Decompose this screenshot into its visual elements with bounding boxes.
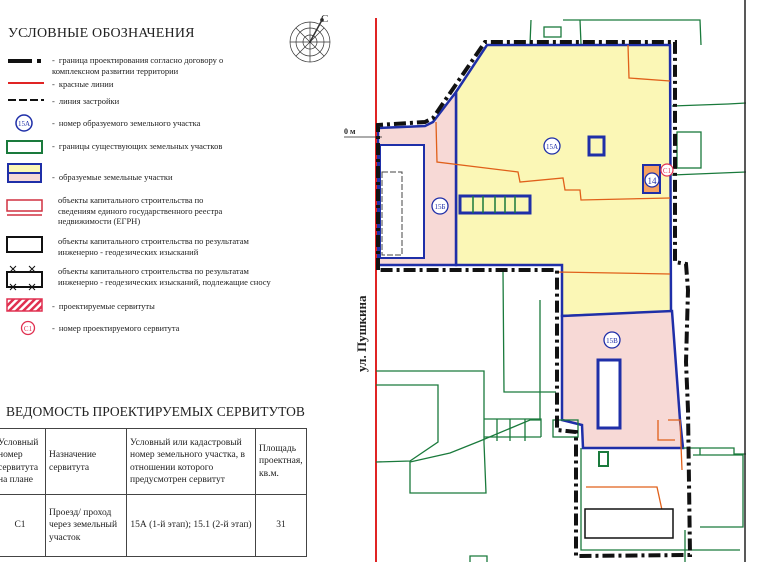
svg-text:15В: 15В: [606, 337, 618, 345]
svg-text:14: 14: [648, 176, 658, 186]
demolition-object-icon: [6, 265, 43, 291]
demolition-building: [596, 358, 622, 430]
table-row: С1 Проезд/ проход через земельный участо…: [0, 494, 307, 557]
street-label: ул. Пушкина: [354, 295, 369, 372]
servitude-label-c1: С1: [660, 163, 674, 177]
green-rect-icon: [6, 140, 43, 154]
svg-text:15Б: 15Б: [434, 203, 445, 211]
demolition-building: [598, 451, 609, 467]
svg-text:С1: С1: [24, 325, 33, 333]
table-title: ВЕДОМОСТЬ ПРОЕКТИРУЕМЫХ СЕРВИТУТОВ: [6, 404, 305, 419]
table-header: Назначение сервитута: [45, 428, 127, 495]
formed-plots-icon: [7, 163, 42, 183]
existing-plots: [375, 19, 747, 562]
egrn-lines: [435, 44, 683, 511]
table-header: Площадь проектная, кв.м.: [255, 428, 307, 495]
table-cell: Проезд/ проход через земельный участок: [45, 494, 127, 557]
demolition-building: [381, 171, 403, 256]
servitude-number-icon: С1: [20, 320, 36, 336]
table-cell: С1: [0, 494, 46, 557]
table-cell: 15А (1-й этап); 15.1 (2-й этап): [126, 494, 256, 557]
plot-number-icon: 15А: [15, 114, 33, 132]
plot-label-15a: 15А: [543, 137, 561, 155]
plot-label-14: 14: [644, 172, 660, 188]
servitude-hatch-icon: [6, 298, 43, 312]
svg-text:15А: 15А: [18, 120, 30, 128]
survey-object-icon: [6, 236, 43, 253]
table-header: Условный или кадастровый номер земельног…: [126, 428, 256, 495]
svg-text:С1: С1: [663, 167, 672, 175]
zero-mark: 0 м: [344, 127, 356, 136]
servitude-table: Условный номер сервитута на плане Назнач…: [0, 428, 307, 557]
plot-label-15b: 15Б: [431, 197, 449, 215]
plot-15v: [560, 309, 685, 450]
compass-rose-icon: [289, 18, 331, 63]
demolition-building: [587, 135, 606, 157]
svg-text:15А: 15А: [546, 143, 558, 151]
plot-label-15v: 15В: [603, 331, 621, 349]
demolition-building: [584, 508, 674, 539]
table-cell: 31: [255, 494, 307, 557]
compass-north-label: С: [321, 13, 328, 25]
project-boundary: [376, 40, 693, 559]
legend-symbols: 15А С1: [6, 59, 44, 336]
legend-title: УСЛОВНЫЕ ОБОЗНАЧЕНИЯ: [8, 26, 195, 41]
table-header: Условный номер сервитута на плане: [0, 428, 46, 495]
egrn-object-icon: [6, 199, 43, 216]
